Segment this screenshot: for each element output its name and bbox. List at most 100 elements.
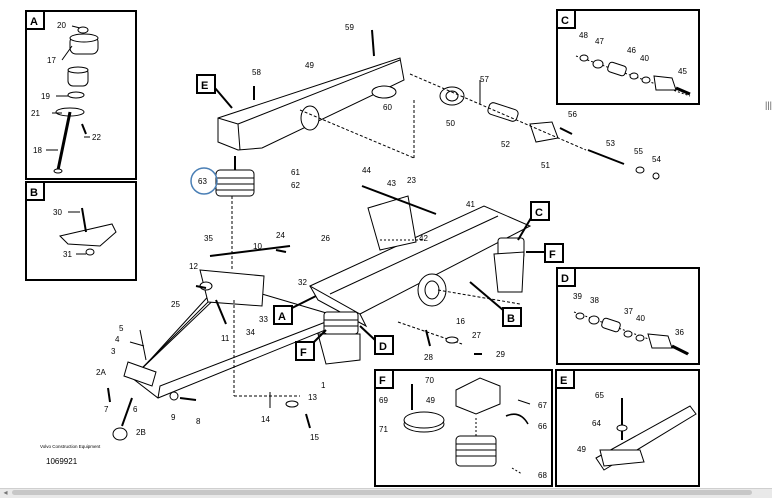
part-label-15: 15 — [310, 433, 319, 442]
part-label-59: 59 — [345, 23, 354, 32]
part-label-7: 7 — [104, 405, 109, 414]
part-label-38: 38 — [590, 296, 599, 305]
part-label-39: 39 — [573, 292, 582, 301]
part-label-44: 44 — [362, 166, 371, 175]
callout-boxes: E C F A B F D — [196, 74, 564, 361]
part-label-43: 43 — [387, 179, 396, 188]
inset-c: C — [556, 9, 700, 105]
part-label-36: 36 — [675, 328, 684, 337]
inset-d-title: D — [561, 273, 569, 285]
part-label-57: 57 — [480, 75, 489, 84]
part-label-11: 11 — [221, 334, 230, 343]
part-label-13: 13 — [308, 393, 317, 402]
part-label-9: 9 — [171, 413, 176, 422]
part-label-32: 32 — [298, 278, 307, 287]
part-label-28: 28 — [424, 353, 433, 362]
part-label-55: 55 — [634, 147, 643, 156]
part-label-52: 52 — [501, 140, 510, 149]
callout-a: A — [278, 311, 286, 323]
callout-b: B — [507, 313, 515, 325]
part-label-67: 67 — [538, 401, 547, 410]
inset-a: A — [25, 10, 137, 180]
part-label-41: 41 — [466, 200, 475, 209]
part-label-40: 40 — [636, 314, 645, 323]
part-label-33: 33 — [259, 315, 268, 324]
part-label-42: 42 — [419, 234, 428, 243]
scroll-left-arrow-icon[interactable]: ◂ — [3, 488, 8, 497]
part-label-46: 46 — [627, 46, 636, 55]
part-label-40-c: 40 — [640, 54, 649, 63]
part-label-58: 58 — [252, 68, 261, 77]
part-label-19: 19 — [41, 92, 50, 101]
part-label-30: 30 — [53, 208, 62, 217]
caption-drawing-number: 1069921 — [46, 457, 78, 466]
part-label-68: 68 — [538, 471, 547, 480]
part-label-29: 29 — [496, 350, 505, 359]
part-label-14: 14 — [261, 415, 270, 424]
part-label-10: 10 — [253, 242, 262, 251]
part-label-35: 35 — [204, 234, 213, 243]
caption-company: Volvo Construction Equipment — [40, 444, 101, 449]
inset-f: F — [374, 369, 553, 487]
part-label-18: 18 — [33, 146, 42, 155]
callout-d: D — [379, 341, 387, 353]
part-label-70: 70 — [425, 376, 434, 385]
part-label-47: 47 — [595, 37, 604, 46]
part-label-49: 49 — [305, 61, 314, 70]
part-label-6: 6 — [133, 405, 138, 414]
part-label-34: 34 — [246, 328, 255, 337]
part-label-53: 53 — [606, 139, 615, 148]
part-label-66: 66 — [538, 422, 547, 431]
part-label-60: 60 — [383, 103, 392, 112]
part-label-49-f: 49 — [426, 396, 435, 405]
part-label-5: 5 — [119, 324, 124, 333]
part-label-22: 22 — [92, 133, 101, 142]
part-label-37: 37 — [624, 307, 633, 316]
inset-b: B — [25, 181, 137, 281]
highlight-circle — [190, 167, 218, 195]
part-label-50: 50 — [446, 119, 455, 128]
part-label-54: 54 — [652, 155, 661, 164]
part-label-71: 71 — [379, 425, 388, 434]
main-frame — [107, 185, 532, 441]
part-label-25: 25 — [171, 300, 180, 309]
part-label-12: 12 — [189, 262, 198, 271]
exploded-parts-diagram: A B C — [25, 9, 700, 487]
part-label-4: 4 — [115, 335, 120, 344]
scrollbar-thumb[interactable] — [12, 490, 752, 495]
part-label-2b: 2B — [136, 428, 146, 437]
inset-a-title: A — [30, 16, 38, 28]
inset-e: E — [555, 369, 700, 487]
bearing-parts — [409, 73, 660, 180]
part-label-26: 26 — [321, 234, 330, 243]
part-label-31: 31 — [63, 250, 72, 259]
upper-beam — [217, 29, 415, 159]
part-label-8: 8 — [196, 417, 201, 426]
part-label-56: 56 — [568, 110, 577, 119]
part-labels: 20 17 19 21 22 18 30 31 48 47 46 40 4 5 3… — [31, 21, 687, 480]
inset-d: D — [556, 267, 700, 365]
part-label-24: 24 — [276, 231, 285, 240]
figure-caption: Volvo Construction Equipment 1069921 — [40, 444, 101, 466]
inset-b-title: B — [30, 187, 38, 199]
part-label-2a: 2A — [96, 368, 106, 377]
part-label-17: 17 — [47, 56, 56, 65]
part-label-20: 20 — [57, 21, 66, 30]
part-label-21: 21 — [31, 109, 40, 118]
rubber-mount-63 — [215, 156, 255, 270]
part-label-63: 63 — [198, 177, 207, 186]
callout-f-left: F — [300, 347, 307, 359]
part-label-48: 48 — [579, 31, 588, 40]
inset-f-title: F — [379, 375, 386, 387]
part-label-64: 64 — [592, 419, 601, 428]
part-label-16: 16 — [456, 317, 465, 326]
callout-c: C — [535, 207, 543, 219]
callout-f-right: F — [549, 249, 556, 261]
callout-e: E — [201, 80, 208, 92]
part-label-23: 23 — [407, 176, 416, 185]
part-label-49-e: 49 — [577, 445, 586, 454]
part-label-69: 69 — [379, 396, 388, 405]
part-label-61: 61 — [291, 168, 300, 177]
part-label-62: 62 — [291, 181, 300, 190]
